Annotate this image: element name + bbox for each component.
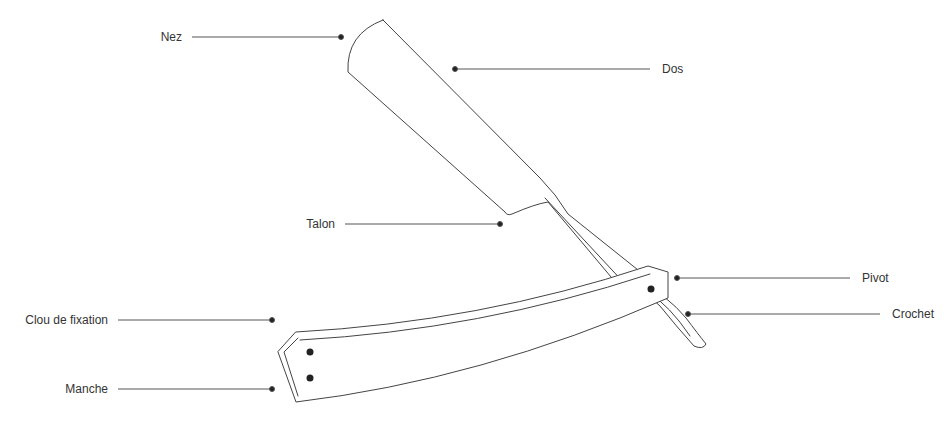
- part-label: Pivot: [862, 271, 889, 285]
- leader-line: [688, 314, 880, 315]
- tang-line: [545, 198, 626, 285]
- part-label: Crochet: [892, 307, 934, 321]
- part-label: Clou de fixation: [25, 313, 108, 327]
- leader-dot: [686, 312, 691, 317]
- rivet: [307, 349, 314, 356]
- rivet: [307, 375, 314, 382]
- part-label: Nez: [161, 30, 182, 44]
- leader-dot: [270, 387, 275, 392]
- leader-dot: [270, 318, 275, 323]
- leader-line: [192, 37, 340, 38]
- leader-dot: [498, 222, 503, 227]
- blade: [348, 20, 648, 290]
- handle-edge: [300, 274, 650, 340]
- leader-line: [345, 224, 500, 225]
- part-label: Talon: [306, 217, 335, 231]
- leader-line: [455, 69, 650, 70]
- leader-dot: [675, 276, 680, 281]
- leader-line: [118, 389, 272, 390]
- leader-dot: [339, 35, 344, 40]
- part-label: Manche: [65, 382, 108, 396]
- leader-line: [677, 278, 850, 279]
- leader-line: [118, 320, 272, 321]
- handle: [278, 266, 668, 402]
- leader-dot: [453, 67, 458, 72]
- part-label: Dos: [662, 62, 683, 76]
- pivot-rivet: [648, 286, 655, 293]
- handle-end: [284, 338, 298, 396]
